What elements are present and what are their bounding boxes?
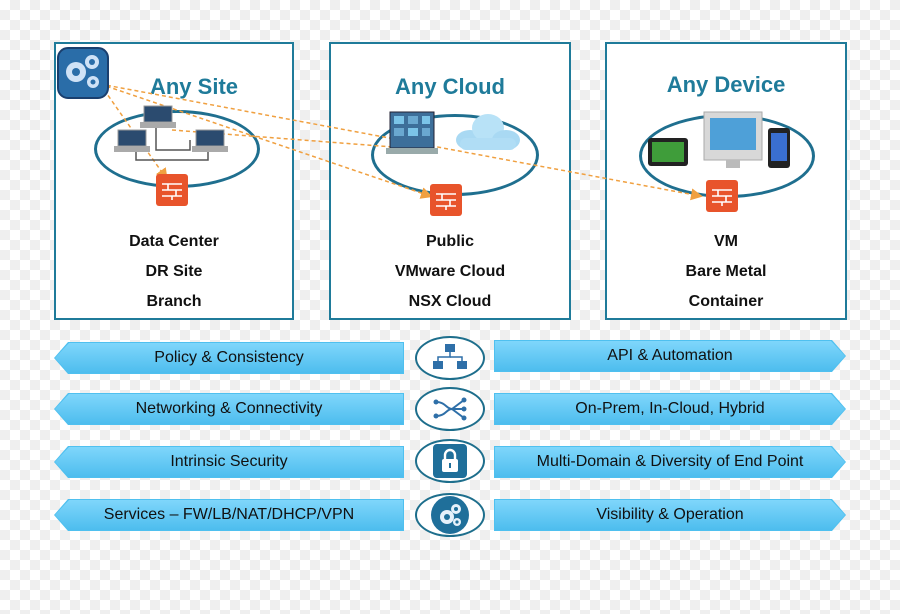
badge-network-topology (415, 336, 485, 380)
panel-title-any-device: Any Device (666, 72, 786, 97)
badge-routing (415, 387, 485, 431)
banner-visibility-operation: Visibility & Operation (494, 499, 846, 531)
banner-multi-domain: Multi-Domain & Diversity of End Point (494, 446, 846, 478)
panel-title-any-site: Any Site (149, 74, 239, 99)
banner-networking-connectivity: Networking & Connectivity (54, 393, 404, 425)
banner-label: On-Prem, In-Cloud, Hybrid (575, 400, 765, 417)
panel-line: Data Center (129, 233, 219, 250)
banner-label: Multi-Domain & Diversity of End Point (536, 453, 804, 470)
lock-icon (433, 444, 467, 478)
panel-lines-any-cloud: Public VMware Cloud NSX Cloud (331, 232, 569, 322)
panel-line: VMware Cloud (394, 263, 506, 280)
gears-icon (431, 496, 469, 534)
banner-label: API & Automation (607, 347, 733, 364)
network-topology-icon (431, 339, 469, 377)
banner-services: Services – FW/LB/NAT/DHCP/VPN (54, 499, 404, 531)
banner-label: Services – FW/LB/NAT/DHCP/VPN (103, 506, 355, 523)
panel-line: Bare Metal (685, 263, 767, 280)
panel-line: VM (714, 233, 738, 250)
device-ellipse (639, 114, 815, 198)
banner-policy-consistency: Policy & Consistency (54, 342, 404, 374)
banner-label: Networking & Connectivity (135, 400, 323, 417)
panel-line: Container (688, 293, 764, 310)
badge-gears (415, 493, 485, 537)
panel-line: NSX Cloud (408, 293, 492, 310)
badge-lock (415, 439, 485, 483)
panel-any-device: Any Device VM Bare Metal Container (605, 42, 847, 320)
cloud-ellipse (371, 114, 539, 196)
banner-intrinsic-security: Intrinsic Security (54, 446, 404, 478)
panel-any-site: Any Site Data Center DR Site Branch (54, 42, 294, 320)
panel-line: DR Site (145, 263, 203, 280)
panel-line: Branch (146, 293, 202, 310)
routing-icon (431, 390, 469, 428)
panel-lines-any-device: VM Bare Metal Container (607, 232, 845, 322)
banner-api-automation: API & Automation (494, 340, 846, 372)
panel-lines-any-site: Data Center DR Site Branch (56, 232, 292, 322)
banner-label: Intrinsic Security (170, 453, 288, 470)
banner-label: Policy & Consistency (154, 349, 304, 366)
banner-on-prem-cloud-hybrid: On-Prem, In-Cloud, Hybrid (494, 393, 846, 425)
panel-line: Public (425, 233, 474, 250)
site-network-ellipse (94, 110, 260, 188)
panel-any-cloud: Any Cloud Public VMware Cloud NSX Cloud (329, 42, 571, 320)
banner-label: Visibility & Operation (596, 506, 744, 523)
panel-title-any-cloud: Any Cloud (395, 74, 505, 99)
